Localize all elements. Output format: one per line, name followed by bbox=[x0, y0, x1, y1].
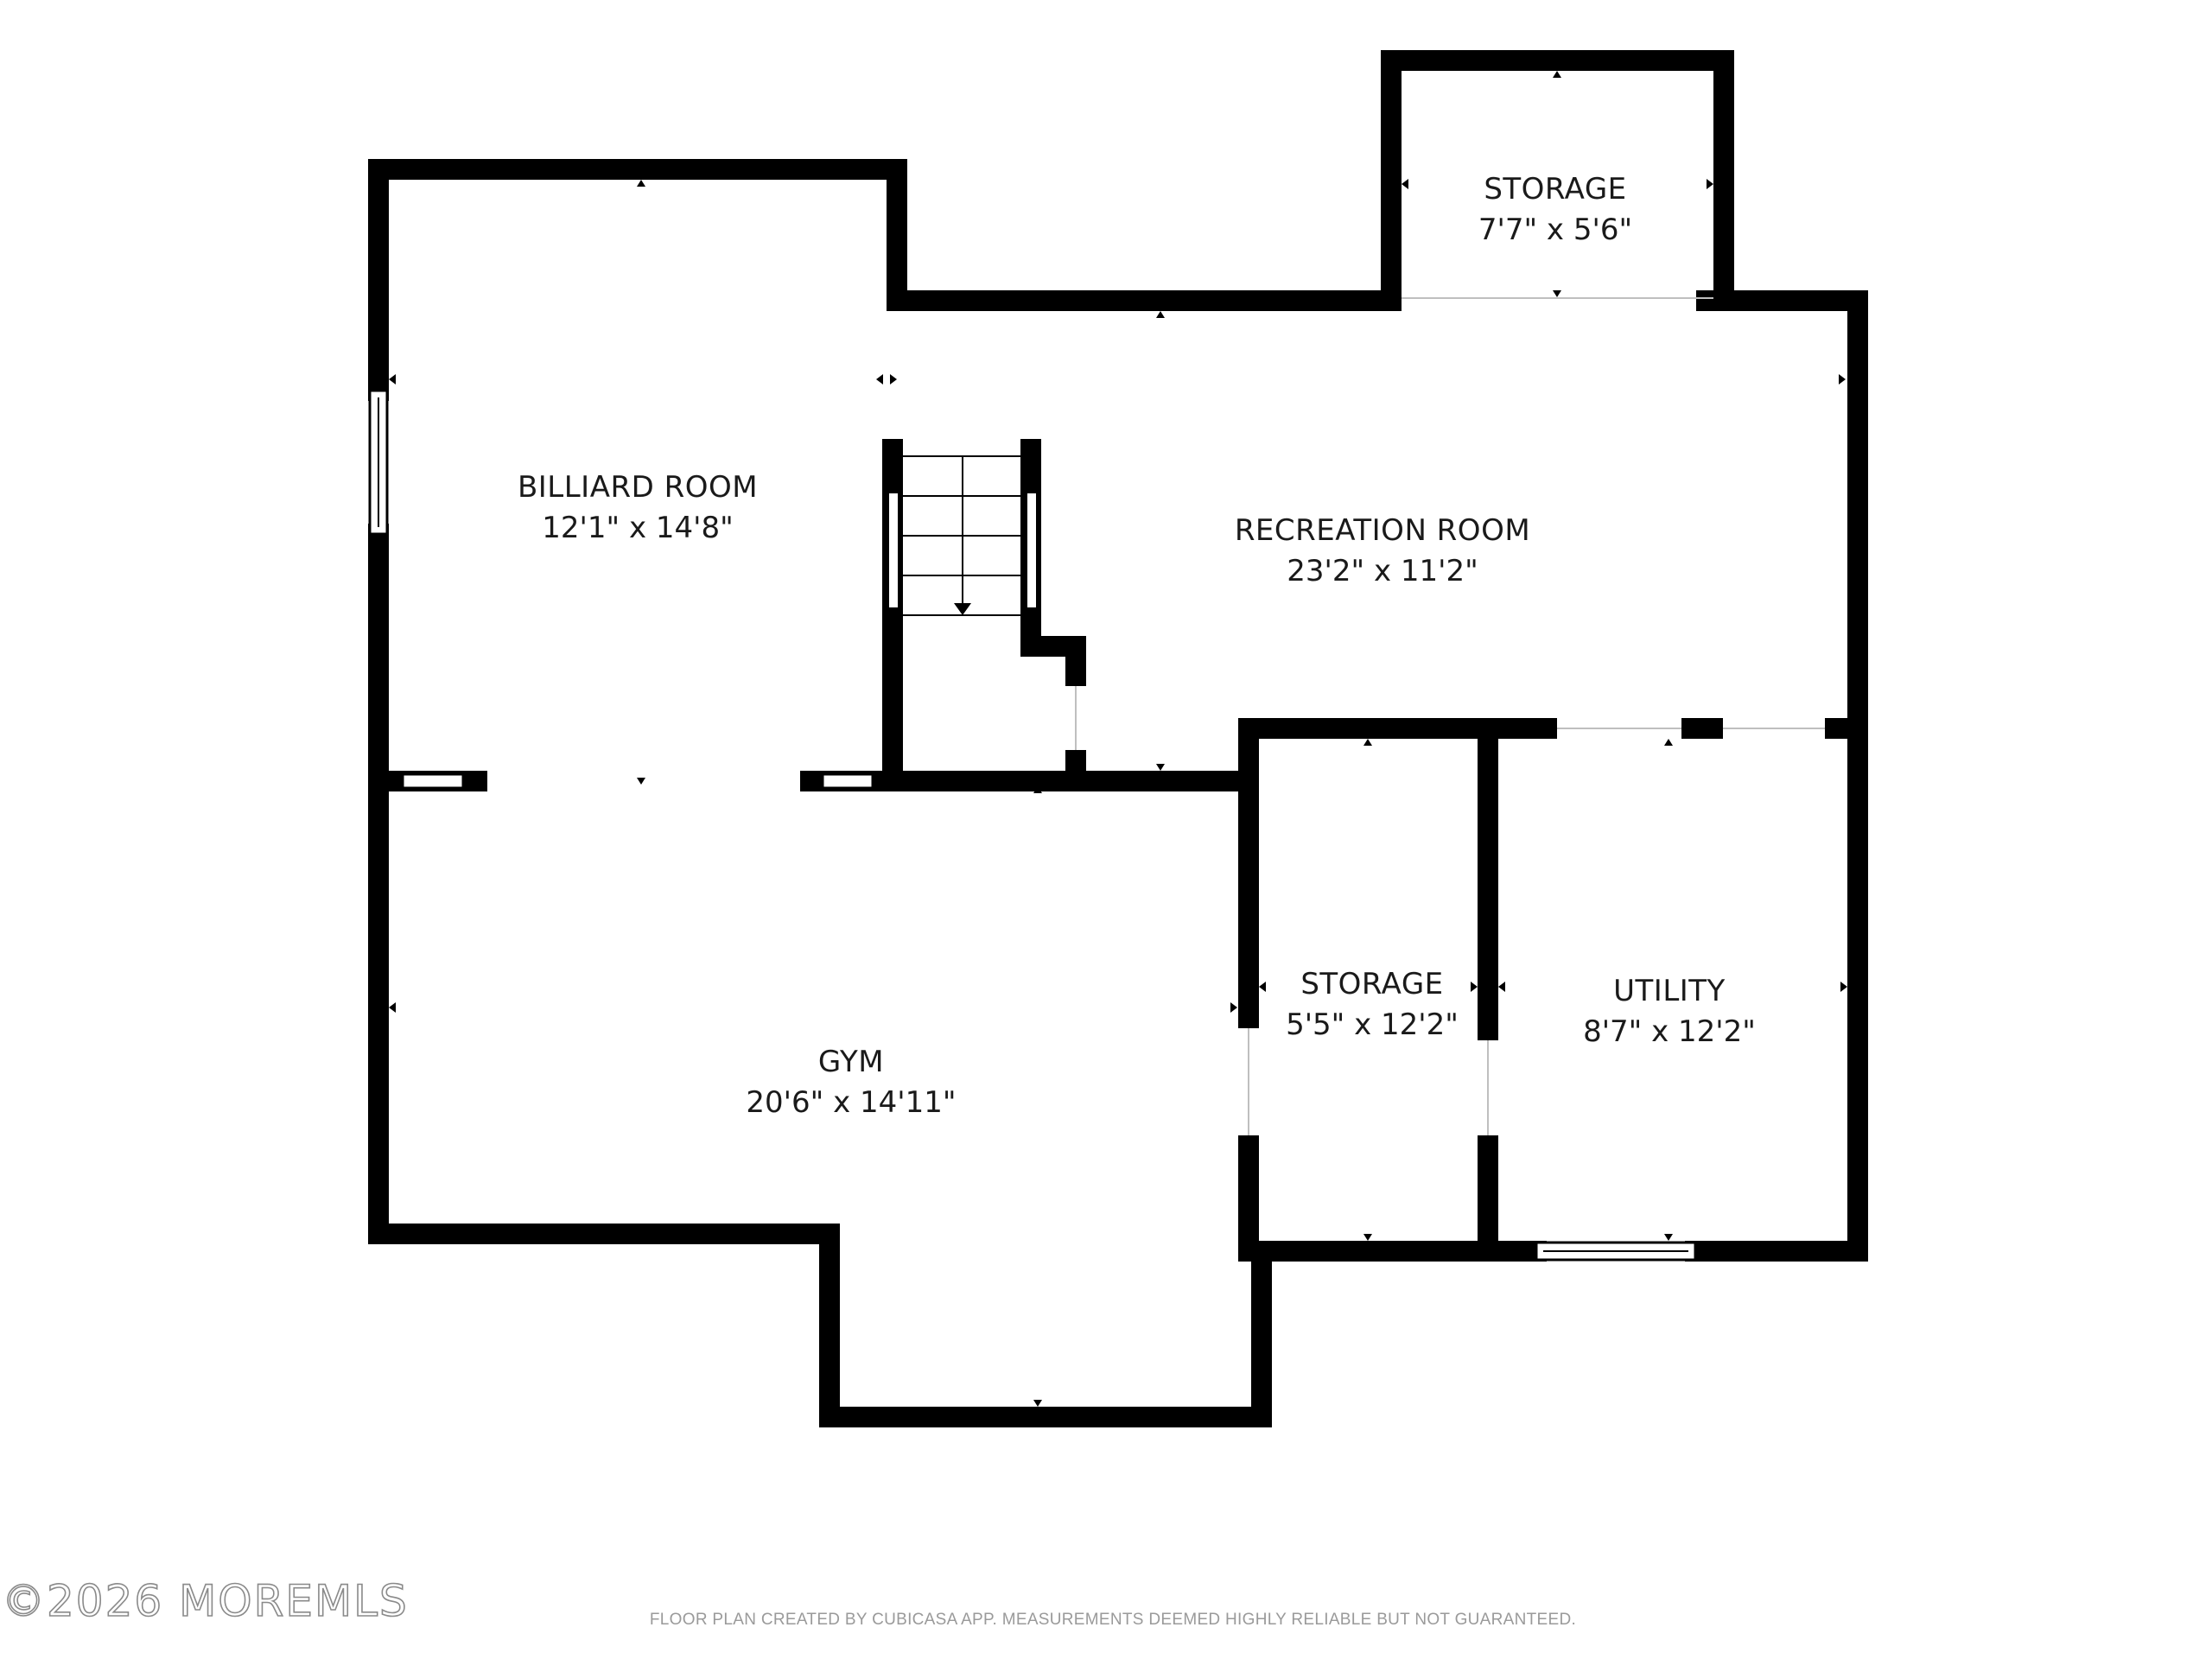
marker-right-icon bbox=[890, 374, 897, 385]
marker-right-icon bbox=[1707, 179, 1713, 189]
marker-down-icon bbox=[1553, 290, 1561, 297]
room-storage-mid-name: STORAGE bbox=[1300, 967, 1443, 1001]
marker-up-icon bbox=[1156, 311, 1165, 318]
room-labels: BILLIARD ROOM 12'1" x 14'8" RECREATION R… bbox=[518, 172, 1756, 1120]
marker-down-icon bbox=[1664, 1234, 1673, 1241]
footer-disclaimer: FLOOR PLAN CREATED BY CUBICASA APP. MEAS… bbox=[650, 1611, 1576, 1629]
marker-right-icon bbox=[1840, 982, 1847, 992]
room-storage-top-dims: 7'7" x 5'6" bbox=[1478, 213, 1632, 247]
marker-left-icon bbox=[1498, 982, 1505, 992]
stair-rail-right bbox=[1026, 492, 1038, 609]
marker-left-icon bbox=[389, 1002, 396, 1013]
windows bbox=[368, 389, 1697, 1262]
marker-left-icon bbox=[1259, 982, 1266, 992]
watermark-logo: ©2026 MOREMLS bbox=[2, 1576, 409, 1626]
door-openings bbox=[1075, 297, 1825, 1135]
marker-up-icon bbox=[1664, 739, 1673, 746]
room-gym-name: GYM bbox=[818, 1045, 884, 1079]
room-billiard-dims: 12'1" x 14'8" bbox=[542, 511, 734, 545]
marker-down-icon bbox=[1363, 1234, 1372, 1241]
marker-down-icon bbox=[1156, 764, 1165, 771]
stair-rail-left bbox=[887, 492, 899, 609]
stair-direction-arrow-icon bbox=[954, 603, 971, 615]
marker-left-icon bbox=[389, 374, 396, 385]
room-gym-dims: 20'6" x 14'11" bbox=[746, 1085, 956, 1120]
room-recreation-name: RECREATION ROOM bbox=[1235, 513, 1530, 548]
marker-up-icon bbox=[1553, 71, 1561, 78]
window-billiard-gym-left bbox=[401, 772, 465, 790]
window-billiard-gym-right bbox=[821, 772, 874, 790]
room-storage-mid-dims: 5'5" x 12'2" bbox=[1286, 1007, 1459, 1042]
marker-left-icon bbox=[1402, 179, 1408, 189]
marker-right-icon bbox=[1471, 982, 1478, 992]
marker-up-icon bbox=[637, 180, 645, 187]
marker-down-icon bbox=[637, 778, 645, 785]
marker-left-icon bbox=[876, 374, 883, 385]
room-storage-top-name: STORAGE bbox=[1484, 172, 1626, 207]
room-billiard-name: BILLIARD ROOM bbox=[518, 470, 758, 505]
room-utility-name: UTILITY bbox=[1613, 974, 1726, 1008]
marker-right-icon bbox=[1230, 1002, 1237, 1013]
room-utility-dims: 8'7" x 12'2" bbox=[1583, 1014, 1756, 1049]
staircase bbox=[887, 455, 1038, 616]
room-recreation-dims: 23'2" x 11'2" bbox=[1287, 554, 1478, 588]
walls bbox=[368, 50, 1868, 1427]
marker-up-icon bbox=[1033, 786, 1042, 793]
marker-right-icon bbox=[1839, 374, 1846, 385]
marker-down-icon bbox=[1033, 1400, 1042, 1407]
dimension-markers bbox=[389, 71, 1847, 1407]
marker-up-icon bbox=[1363, 739, 1372, 746]
